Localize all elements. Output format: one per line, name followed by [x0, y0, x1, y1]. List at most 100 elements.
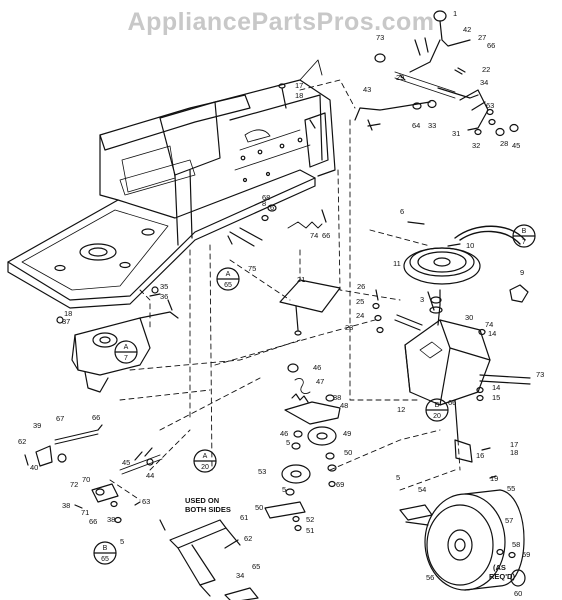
part-label-17-1: 17: [510, 440, 518, 449]
note-reqd: REQ'D): [489, 572, 515, 581]
part-label-23-0: 23: [345, 323, 353, 332]
callout-a20-number: 20: [201, 464, 209, 471]
part-label-15-0: 15: [492, 393, 500, 402]
notes: USED ON BOTH SIDES (AS REQ'D): [185, 496, 515, 581]
part-label-67-0: 67: [56, 414, 64, 423]
callout-b65-number: 65: [101, 556, 109, 563]
part-label-66-0: 66: [487, 41, 495, 50]
part-label-75-0: 75: [248, 264, 256, 273]
part-label-33-0: 33: [428, 121, 436, 130]
part-label-34-0: 34: [480, 78, 488, 87]
part-label-38-2: 38: [107, 515, 115, 524]
callout-texts: A 7 A 65 A 20 B 7 B 20 B 65: [101, 228, 527, 563]
part-label-1-0: 1: [453, 9, 457, 18]
callout-b20-letter: B: [435, 402, 440, 409]
part-label-12-0: 12: [397, 405, 405, 414]
part-label-19-0: 19: [490, 474, 498, 483]
part-label-66-4: 66: [448, 398, 456, 407]
callout-a65-letter: A: [226, 271, 231, 278]
part-label-18-0: 18: [295, 91, 303, 100]
part-label-62-0: 62: [18, 437, 26, 446]
part-label-8-0: 8: [262, 199, 266, 208]
note-both-sides: BOTH SIDES: [185, 505, 231, 514]
part-label-6-0: 6: [270, 203, 274, 212]
dashed-guides: [109, 79, 461, 501]
part-label-69-0: 69: [336, 480, 344, 489]
part-label-60-0: 60: [514, 589, 522, 598]
part-label-62-1: 62: [244, 534, 252, 543]
part-label-39-0: 39: [33, 421, 41, 430]
callout-b7-letter: B: [522, 228, 527, 235]
callout-b65-letter: B: [103, 545, 108, 552]
watermark-text: AppliancePartsPros.com: [127, 8, 435, 36]
part-label-47-0: 47: [316, 377, 324, 386]
part-label-18-2: 18: [64, 309, 72, 318]
part-label-17-0: 17: [295, 81, 303, 90]
part-label-34-1: 34: [236, 571, 244, 580]
part-label-66-3: 66: [89, 517, 97, 526]
part-label-5-0: 5: [286, 438, 290, 447]
part-label-61-0: 61: [240, 513, 248, 522]
part-label-44-0: 44: [146, 471, 154, 480]
part-label-71-0: 71: [81, 508, 89, 517]
part-label-30-0: 30: [465, 313, 473, 322]
part-label-52-0: 52: [306, 515, 314, 524]
note-as: (AS: [493, 563, 506, 572]
part-label-74-0: 74: [310, 231, 318, 240]
part-label-65-0: 65: [252, 562, 260, 571]
part-label-73-0: 73: [376, 33, 384, 42]
part-label-5-3: 5: [396, 473, 400, 482]
part-label-59-0: 59: [522, 550, 530, 559]
part-label-5-2: 5: [120, 537, 124, 546]
callout-a7-letter: A: [124, 344, 129, 351]
part-label-35-0: 35: [160, 282, 168, 291]
idler-pulleys: [264, 279, 341, 532]
callout-b20-number: 20: [433, 413, 441, 420]
part-label-22-0: 22: [482, 65, 490, 74]
part-label-55-0: 55: [507, 484, 515, 493]
part-label-14-0: 14: [488, 329, 496, 338]
part-label-49-0: 49: [343, 429, 351, 438]
part-label-74-1: 74: [485, 320, 493, 329]
springs-bolts: [151, 83, 327, 294]
part-label-50-0: 50: [344, 448, 352, 457]
part-label-27-0: 27: [478, 33, 486, 42]
part-label-3-0: 3: [420, 295, 424, 304]
part-label-31-0: 31: [452, 129, 460, 138]
part-label-68-0: 68: [262, 193, 270, 202]
part-label-73-1: 73: [536, 370, 544, 379]
part-label-14-1: 14: [492, 383, 500, 392]
part-label-66-1: 66: [322, 231, 330, 240]
part-label-43-0: 43: [363, 85, 371, 94]
part-label-11-0: 11: [393, 259, 401, 268]
note-used-on: USED ON: [185, 496, 219, 505]
part-label-6-1: 6: [400, 207, 404, 216]
callout-a7-number: 7: [124, 355, 128, 362]
part-label-38-0: 38: [333, 393, 341, 402]
callout-a65-number: 65: [224, 282, 232, 289]
part-label-54-0: 54: [418, 485, 426, 494]
chassis-frame: [7, 59, 336, 309]
part-label-38-1: 38: [62, 501, 70, 510]
part-label-45-0: 45: [512, 141, 520, 150]
part-label-57-0: 57: [505, 516, 513, 525]
part-label-46-1: 46: [280, 429, 288, 438]
part-label-5-1: 5: [282, 485, 286, 494]
part-label-51-0: 51: [306, 526, 314, 535]
part-label-66-2: 66: [92, 413, 100, 422]
part-label-40-0: 40: [30, 463, 38, 472]
part-label-25-0: 25: [356, 297, 364, 306]
part-label-10-0: 10: [466, 241, 474, 250]
part-label-46-0: 46: [313, 363, 321, 372]
part-label-50-1: 50: [255, 503, 263, 512]
part-label-48-0: 48: [340, 401, 348, 410]
part-label-32-0: 32: [472, 141, 480, 150]
part-label-56-0: 56: [426, 573, 434, 582]
part-label-28-0: 28: [500, 139, 508, 148]
part-label-70-0: 70: [82, 475, 90, 484]
part-label-63-0: 63: [142, 497, 150, 506]
transaxle: [372, 221, 531, 479]
linkage-rods: [24, 424, 259, 600]
